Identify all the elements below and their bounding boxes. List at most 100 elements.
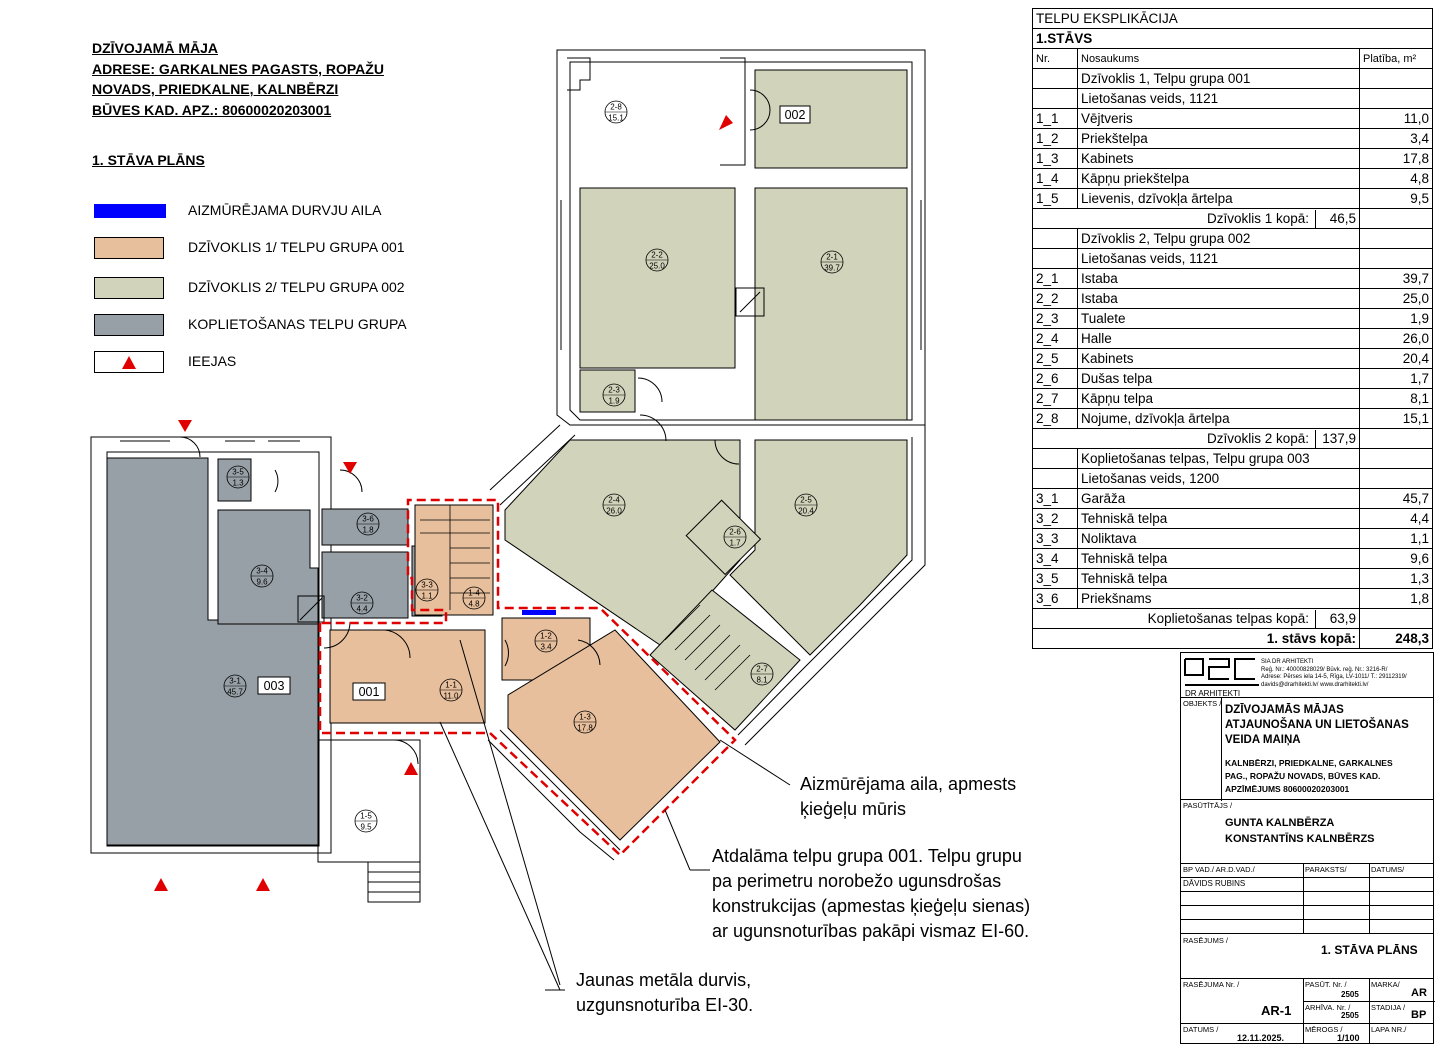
room-id: 2-3	[608, 386, 620, 395]
cell-nr: 3_6	[1032, 588, 1078, 609]
annotation-fire-separation: Atdalāma telpu grupa 001. Telpu grupu pa…	[712, 846, 1031, 941]
room-area: 17.8	[577, 724, 593, 733]
cell-area: 15,1	[1359, 408, 1433, 429]
room-2-6	[685, 499, 762, 576]
cell-name: Istaba	[1077, 288, 1360, 309]
room-label-2-4: 2-426.0	[602, 493, 626, 517]
cell-area: 11,0	[1359, 108, 1433, 129]
room-area: 9.5	[360, 823, 372, 832]
legend-label: AIZMŪRĒJAMA DURVJU AILA	[188, 202, 382, 218]
legend-label: DZĪVOKLIS 1/ TELPU GRUPA 001	[188, 239, 405, 255]
group-tag-003: 003	[264, 679, 285, 693]
room-area: 20.4	[798, 507, 814, 516]
room-label-3-3: 3-31.1	[415, 578, 439, 602]
plan-title: 1. STĀVA PLĀNS	[92, 152, 205, 168]
cell-area: 1,9	[1359, 308, 1433, 329]
room-id: 3-4	[256, 567, 268, 576]
group-use: Lietošanas veids, 1200	[1077, 468, 1360, 489]
logo-caption: DR ARHITEKTI	[1185, 689, 1240, 698]
room-label-3-6: 3-61.8	[356, 512, 380, 536]
cell-nr: 3_2	[1032, 508, 1078, 529]
cell-name: Garāža	[1077, 488, 1360, 509]
col-area: Platība, m²	[1359, 48, 1433, 69]
room-id: 2-7	[756, 665, 768, 674]
firm-logo: DR ARHITEKTI	[1184, 658, 1259, 698]
room-area: 1.7	[729, 539, 741, 548]
room-id: 3-2	[356, 594, 368, 603]
room-id: 2-8	[610, 103, 622, 112]
scale-label: MĒROGS /	[1305, 1025, 1343, 1034]
cell-name: Priekšnams	[1077, 588, 1360, 609]
room-label-3-4: 3-49.6	[250, 564, 274, 588]
cell-area: 9,6	[1359, 548, 1433, 569]
col-nr: Nr.	[1032, 48, 1078, 69]
entrance-triangle-icon	[178, 420, 192, 432]
cell-name: Tehniskā telpa	[1077, 508, 1360, 529]
room-1-3	[507, 629, 721, 841]
stage-label: STADIJA /	[1371, 1003, 1406, 1012]
swatch-common-icon	[94, 314, 164, 336]
room-id: 2-5	[800, 496, 812, 505]
designer-name: DĀVIDS RUBINS	[1183, 879, 1246, 888]
swatch-002-icon	[94, 277, 164, 299]
cell-name: Kabinets	[1077, 348, 1360, 369]
entrance-triangle-icon	[256, 878, 270, 891]
room-area: 1.8	[362, 526, 374, 535]
stage-value: BP	[1411, 1009, 1427, 1021]
cell-name: Kāpņu priekštelpa	[1077, 168, 1360, 189]
mark-label: MARKA/	[1371, 980, 1400, 989]
room-area: 39.7	[824, 264, 840, 273]
cell-nr: 1_1	[1032, 108, 1078, 129]
date-value: 12.11.2025.	[1237, 1033, 1285, 1043]
floor-total-value: 248,3	[1359, 628, 1433, 649]
col-role: BP VAD./ AR.D.VAD./	[1183, 865, 1255, 874]
entrance-triangle-icon	[719, 115, 733, 130]
cell-name: Nojume, dzīvokļa ārtelpa	[1077, 408, 1360, 429]
room-area: 8.1	[756, 676, 768, 685]
room-label-3-5: 3-51.3	[226, 465, 250, 489]
project-header: DZĪVOJAMĀ MĀJA ADRESE: GARKALNES PAGASTS…	[92, 38, 384, 120]
cell-nr: 1_5	[1032, 188, 1078, 209]
col-name: Nosaukums	[1077, 48, 1360, 69]
cell-name: Noliktava	[1077, 528, 1360, 549]
drawno-label: RASĒJUMA Nr. /	[1183, 980, 1240, 989]
subtotal-label: Dzīvoklis 2 kopā:	[1206, 430, 1309, 446]
client-label: PASŪTĪTĀJS /	[1183, 801, 1233, 810]
room-id: 2-1	[826, 253, 838, 262]
room-label-2-7: 2-78.1	[750, 662, 774, 686]
leader-lines	[439, 639, 791, 991]
room-label-3-2: 3-24.4	[350, 591, 374, 615]
room-2-1	[754, 187, 908, 421]
drawing-label: RASĒJUMS /	[1183, 936, 1229, 945]
cell-nr: 2_3	[1032, 308, 1078, 329]
table-floor: 1.STĀVS	[1032, 28, 1433, 49]
col-date: DATUMS/	[1371, 865, 1405, 874]
room-explication-table: TELPU EKSPLIKĀCIJA 1.STĀVS Nr. Nosaukums…	[1032, 8, 1433, 649]
col-sign: PARAKSTS/	[1305, 865, 1347, 874]
archive-label: ARHĪVA. Nr. /	[1305, 1003, 1351, 1012]
room-area: 1.1	[421, 592, 433, 601]
subtotal-value: 63,9	[1315, 609, 1359, 628]
cell-area: 1,8	[1359, 588, 1433, 609]
room-area: 1.9	[608, 397, 620, 406]
cell-area: 8,1	[1359, 388, 1433, 409]
cell-nr: 2_6	[1032, 368, 1078, 389]
entrance-triangle-icon	[122, 356, 136, 369]
fire-separation-line	[318, 498, 737, 857]
cell-nr: 1_4	[1032, 168, 1078, 189]
drawing-title: 1. STĀVA PLĀNS	[1321, 943, 1418, 957]
room-area: 26.0	[606, 507, 622, 516]
annotation-bricked-opening: Aizmūrējama aila, apmests ķieģeļu mūris	[800, 774, 1017, 819]
cell-area: 17,8	[1359, 148, 1433, 169]
room-area: 9.6	[256, 578, 268, 587]
cell-name: Tehniskā telpa	[1077, 548, 1360, 569]
subtotal-label: Koplietošanas telpas kopā:	[1147, 610, 1309, 626]
room-area: 1.3	[232, 479, 244, 488]
group-tag-002: 002	[785, 108, 806, 122]
